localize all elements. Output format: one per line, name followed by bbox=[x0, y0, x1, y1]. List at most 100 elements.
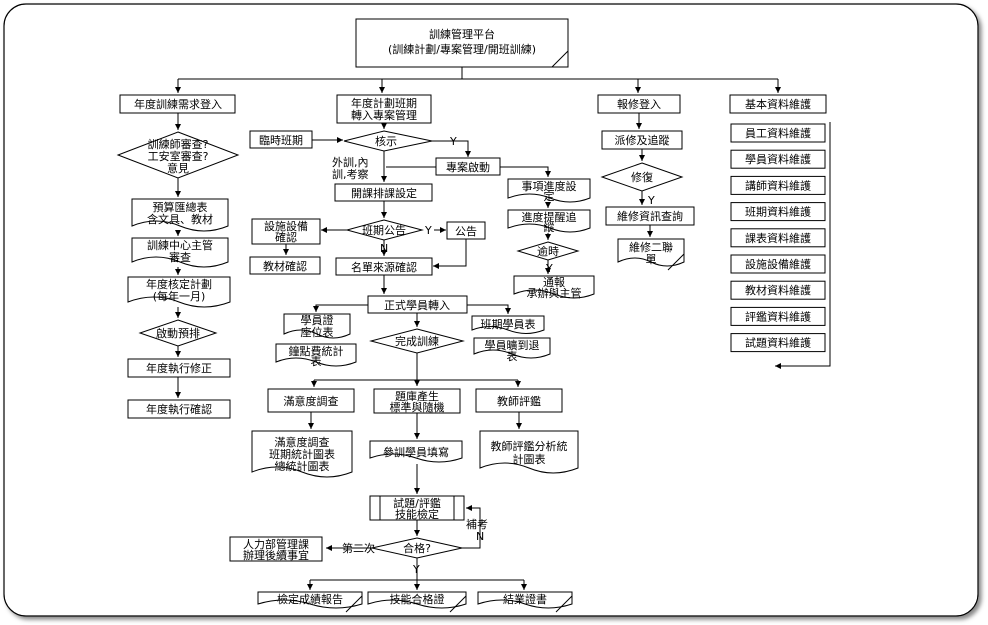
svg-text:確認: 確認 bbox=[275, 230, 297, 244]
basic-data-item-label: 設施設備維護 bbox=[745, 257, 811, 271]
basic-data-item: 班期資料維護 bbox=[730, 202, 826, 222]
basic-data-item: 設施設備維護 bbox=[730, 254, 826, 274]
svg-text:班期統計圖表: 班期統計圖表 bbox=[269, 447, 335, 461]
svg-text:審查: 審查 bbox=[169, 250, 191, 264]
annual-modify-box: 年度執行修正 bbox=[127, 358, 231, 378]
absence-doc: 學員曠到退 表 bbox=[473, 337, 551, 363]
teacher-eval-box: 教師評鑑 bbox=[475, 388, 563, 413]
svg-text:技能檢定: 技能檢定 bbox=[395, 507, 439, 521]
basic-data-item: 講師資料維護 bbox=[730, 175, 826, 195]
basic-data-item: 試題資料維護 bbox=[730, 333, 826, 353]
svg-text:班期學員表: 班期學員表 bbox=[481, 317, 536, 331]
svg-text:臨時班期: 臨時班期 bbox=[259, 134, 303, 147]
svg-text:教師評鑑分析統: 教師評鑑分析統 bbox=[491, 439, 568, 453]
repair-yes-label: Y bbox=[647, 194, 655, 207]
basic-data-list: 員工資料維護學員資料維護講師資料維護班期資料維護課表資料維護設施設備維護教材資料… bbox=[730, 123, 826, 353]
annual-demand-box: 年度訓練需求登入 bbox=[119, 94, 236, 114]
svg-text:年度執行確認: 年度執行確認 bbox=[146, 402, 212, 416]
svg-text:正式學員轉入: 正式學員轉入 bbox=[384, 299, 450, 312]
svg-text:公告: 公告 bbox=[455, 225, 477, 238]
basic-data-item: 評鑑資料維護 bbox=[730, 306, 826, 326]
material-confirm-box: 教材確認 bbox=[249, 256, 321, 275]
svg-text:意見: 意見 bbox=[167, 161, 189, 175]
svg-text:年度訓練需求登入: 年度訓練需求登入 bbox=[134, 97, 222, 111]
svg-text:基本資料維護: 基本資料維護 bbox=[745, 97, 811, 111]
svg-text:(每年一月): (每年一月) bbox=[153, 289, 206, 303]
dispatch-box: 派修及追蹤 bbox=[601, 130, 683, 150]
annual-review-diamond: 訓練師審查? 工安室審查? 意見 bbox=[116, 131, 240, 179]
repair-query-box: 維修資訊查詢 bbox=[605, 206, 695, 226]
skill-cert-doc: 技能合格證 bbox=[367, 591, 467, 613]
satisfaction-box: 滿意度調查 bbox=[267, 388, 355, 413]
clock-fee-doc: 鐘點費統計 表 bbox=[275, 343, 357, 368]
basic-data-item: 員工資料維護 bbox=[730, 123, 826, 143]
top-subtitle: (訓練計劃/專案管理/開班訓練) bbox=[388, 42, 536, 56]
svg-text:事項進度設: 事項進度設 bbox=[522, 179, 577, 193]
temp-class-box: 臨時班期 bbox=[249, 130, 313, 149]
svg-text:合格?: 合格? bbox=[403, 541, 431, 555]
top-node: 訓練管理平台 (訓練計劃/專案管理/開班訓練) bbox=[355, 18, 569, 68]
basic-data-item: 學員資料維護 bbox=[730, 149, 826, 169]
svg-text:滿意度調查: 滿意度調查 bbox=[284, 394, 339, 408]
svg-text:啟動預排: 啟動預排 bbox=[156, 326, 200, 340]
basic-data-item-label: 講師資料維護 bbox=[745, 178, 811, 192]
overdue-yes-label: Y bbox=[545, 262, 553, 275]
svg-text:訓練中心主管: 訓練中心主管 bbox=[147, 238, 213, 252]
notify-doc: 通報 承辦與主管 bbox=[513, 275, 595, 300]
progress-reminder-doc: 進度提醒追 縱 bbox=[507, 209, 591, 234]
basic-data-item-label: 評鑑資料維護 bbox=[745, 309, 811, 323]
svg-text:縱: 縱 bbox=[544, 220, 555, 234]
svg-text:教師評鑑: 教師評鑑 bbox=[497, 394, 541, 408]
basic-data-item: 教材資料維護 bbox=[730, 280, 826, 300]
svg-text:報修登入: 報修登入 bbox=[617, 97, 661, 111]
svg-text:學員證: 學員證 bbox=[301, 313, 334, 327]
svg-text:通報: 通報 bbox=[543, 276, 565, 289]
svg-text:轉入專案管理: 轉入專案管理 bbox=[351, 108, 417, 122]
fill-in-doc: 參訓學員填寫 bbox=[369, 440, 463, 463]
svg-text:逾時: 逾時 bbox=[537, 244, 559, 258]
svg-text:承辦與主管: 承辦與主管 bbox=[527, 286, 582, 300]
svg-text:結業證書: 結業證書 bbox=[503, 592, 547, 606]
external-training-label: 外訓,內 bbox=[332, 155, 369, 169]
pass-yes-label: Y bbox=[412, 563, 420, 576]
satisfaction-stats-doc: 滿意度調查 班期統計圖表 總統計圖表 bbox=[251, 430, 353, 478]
svg-text:年度核定計劃: 年度核定計劃 bbox=[146, 277, 212, 291]
svg-text:專案啟動: 專案啟動 bbox=[446, 160, 490, 174]
announcement-box: 公告 bbox=[446, 221, 486, 240]
svg-text:表: 表 bbox=[507, 349, 518, 363]
basic-data-item-label: 學員資料維護 bbox=[745, 152, 811, 166]
svg-text:訓練師審查?: 訓練師審查? bbox=[148, 137, 209, 151]
source-confirm-box: 名單來源確認 bbox=[335, 257, 433, 276]
svg-text:維修二聯: 維修二聯 bbox=[629, 240, 673, 254]
exam-box: 試題/評鑑 技能檢定 bbox=[369, 495, 465, 521]
svg-text:班期公告: 班期公告 bbox=[362, 224, 406, 237]
svg-text:完成訓練: 完成訓練 bbox=[395, 334, 439, 348]
svg-text:學員曠到退: 學員曠到退 bbox=[485, 338, 540, 352]
question-bank-box: 題庫產生 標準與隨機 bbox=[373, 388, 461, 414]
top-title: 訓練管理平台 bbox=[429, 27, 495, 41]
basic-data-item-label: 班期資料維護 bbox=[745, 205, 811, 219]
svg-text:預算匯總表: 預算匯總表 bbox=[153, 200, 208, 214]
formal-transfer-box: 正式學員轉入 bbox=[367, 295, 468, 314]
svg-text:設施設備: 設施設備 bbox=[264, 219, 308, 233]
project-title-box: 年度計劃班期 轉入專案管理 bbox=[336, 94, 432, 124]
pass-no-label: N bbox=[476, 530, 484, 543]
svg-text:教材確認: 教材確認 bbox=[263, 259, 307, 273]
grade-report-doc: 檢定成績報告 bbox=[257, 591, 363, 613]
retest-label: 補考 bbox=[466, 518, 488, 531]
external-training-label-2: 訓,考察 bbox=[332, 167, 369, 181]
completion-cert-doc: 結業證書 bbox=[477, 591, 573, 613]
svg-text:年度執行修正: 年度執行修正 bbox=[146, 361, 212, 375]
progress-setting-doc: 事項進度設 定 bbox=[507, 178, 591, 203]
project-launch-box: 專案啟動 bbox=[435, 157, 501, 176]
svg-text:工安室審查?: 工安室審查? bbox=[148, 149, 209, 163]
announce-yes-label: Y bbox=[424, 224, 432, 237]
budget-doc: 預算匯總表 含文具、教材 bbox=[131, 198, 229, 232]
svg-text:技能合格證: 技能合格證 bbox=[390, 592, 445, 606]
svg-text:派修及追蹤: 派修及追蹤 bbox=[615, 133, 670, 147]
teacher-stats-doc: 教師評鑑分析統 計圖表 bbox=[479, 430, 579, 474]
svg-text:座位表: 座位表 bbox=[301, 325, 334, 339]
annual-confirm-box: 年度執行確認 bbox=[127, 399, 231, 419]
basic-data-title-box: 基本資料維護 bbox=[729, 94, 827, 114]
